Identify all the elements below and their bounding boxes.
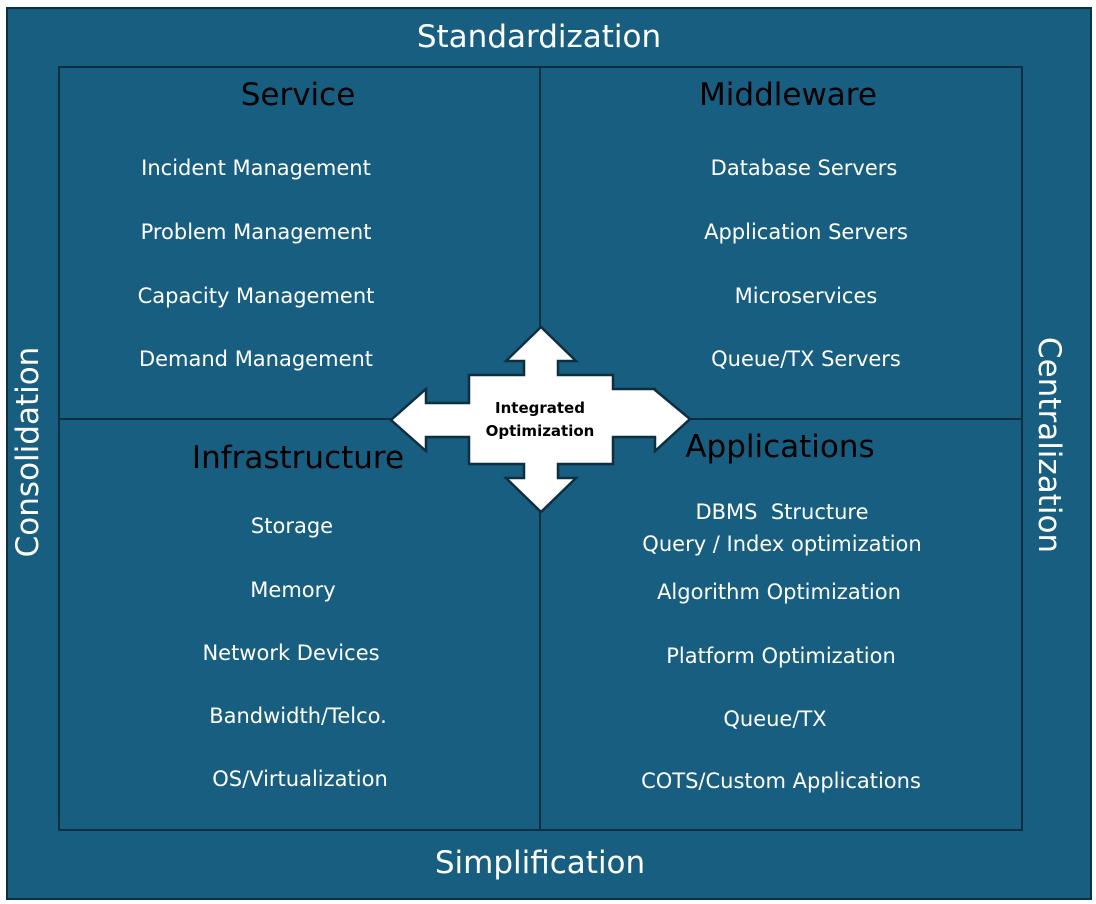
quadrant-title-service: Service — [240, 77, 356, 113]
list-item: DBMS Structure — [695, 500, 869, 524]
list-item: Microservices — [734, 284, 878, 308]
list-item: Bandwidth/Telco. — [209, 704, 387, 728]
quadrant-title-infrastructure: Infrastructure — [191, 440, 405, 476]
list-item: Platform Optimization — [666, 644, 896, 668]
quadrant-title-applications: Applications — [685, 429, 875, 465]
center-label: Integrated Optimization — [486, 397, 595, 443]
list-item: Queue/TX Servers — [711, 347, 901, 371]
quadrant-title-middleware: Middleware — [699, 77, 877, 113]
list-item: Application Servers — [704, 220, 908, 244]
list-item: Problem Management — [140, 220, 372, 244]
list-item: Capacity Management — [137, 284, 375, 308]
four-way-arrow-shape — [389, 325, 692, 514]
list-item: Memory — [250, 578, 336, 602]
list-item: Demand Management — [138, 347, 374, 371]
side-label-top: Standardization — [416, 19, 662, 55]
list-item: Incident Management — [141, 156, 371, 180]
center-label-line2: Optimization — [485, 422, 595, 440]
center-label-line1: Integrated — [495, 399, 585, 417]
list-item: Network Devices — [202, 641, 380, 665]
list-item: Storage — [250, 514, 334, 538]
list-item: Algorithm Optimization — [657, 580, 901, 604]
list-item: Queue/TX — [723, 707, 827, 731]
list-item: COTS/Custom Applications — [641, 769, 921, 793]
list-item: OS/Virtualization — [212, 767, 388, 791]
list-item: Database Servers — [710, 156, 898, 180]
list-item: Query / Index optimization — [642, 532, 922, 556]
side-label-bottom: Simplification — [434, 845, 646, 881]
